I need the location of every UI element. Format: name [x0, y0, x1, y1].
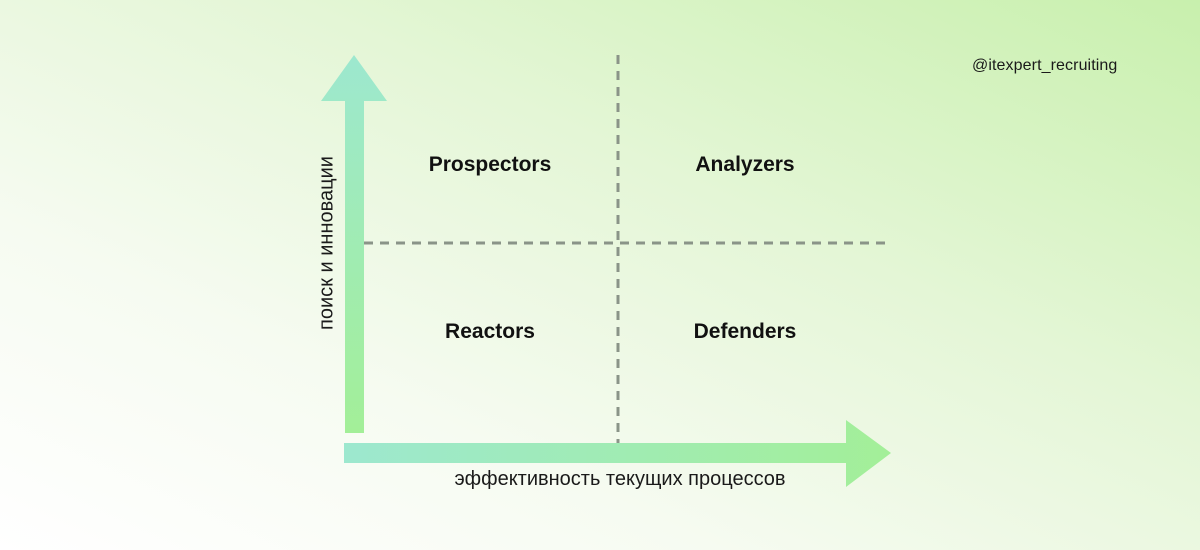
- quadrant-label-defenders: Defenders: [693, 320, 797, 343]
- x-axis-label: эффективность текущих процессов: [454, 468, 786, 490]
- y-axis-arrow: [321, 55, 387, 433]
- watermark-handle: @itexpert_recruiting: [972, 57, 1118, 74]
- y-axis-label: поиск и инновации: [315, 156, 338, 330]
- quadrant-label-prospectors: Prospectors: [428, 153, 552, 176]
- quadrant-label-analyzers: Analyzers: [695, 153, 795, 176]
- x-axis-arrow: [344, 420, 891, 487]
- quadrant-label-reactors: Reactors: [445, 320, 535, 343]
